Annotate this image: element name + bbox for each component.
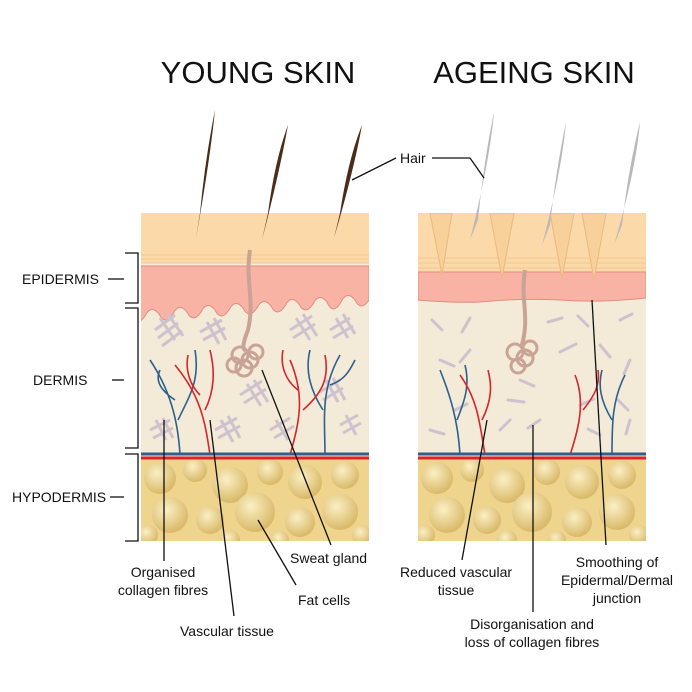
young-hairs xyxy=(196,110,362,240)
label-organised-line1: Organised xyxy=(131,564,196,580)
layer-label-hypodermis: HYPODERMIS xyxy=(12,489,106,505)
disorganised-collagen-fibres xyxy=(428,312,634,437)
label-fat-cells: Fat cells xyxy=(298,592,350,608)
leader-lines xyxy=(163,157,607,617)
label-reduced-line2: tissue xyxy=(438,582,475,598)
title-ageing-skin: AGEING SKIN xyxy=(433,55,635,90)
young-skin-cross-section xyxy=(141,213,369,541)
layer-label-dermis: DERMIS xyxy=(33,372,87,388)
vascular-tissue xyxy=(149,349,356,456)
label-smoothing-line2: Epidermal/Dermal xyxy=(561,572,673,588)
label-vascular-tissue: Vascular tissue xyxy=(180,623,274,639)
title-young-skin: YOUNG SKIN xyxy=(161,55,356,90)
label-hair: Hair xyxy=(400,150,426,166)
label-smoothing-line1: Smoothing of xyxy=(576,554,659,570)
label-sweat-gland: Sweat gland xyxy=(290,550,367,566)
label-reduced-line1: Reduced vascular xyxy=(400,564,512,580)
layer-label-epidermis: EPIDERMIS xyxy=(22,271,99,287)
layer-brackets xyxy=(108,252,139,542)
label-disorg-line1: Disorganisation and xyxy=(470,616,594,632)
label-smoothing-line3: junction xyxy=(592,590,641,606)
ageing-skin-cross-section xyxy=(418,213,646,541)
ageing-hairs xyxy=(470,112,640,245)
fat-cells xyxy=(141,458,369,541)
label-organised-line2: collagen fibres xyxy=(118,582,208,598)
label-disorg-line2: loss of collagen fibres xyxy=(465,634,600,650)
sweat-gland-coil xyxy=(225,343,265,378)
organised-collagen-fibres xyxy=(149,313,362,443)
